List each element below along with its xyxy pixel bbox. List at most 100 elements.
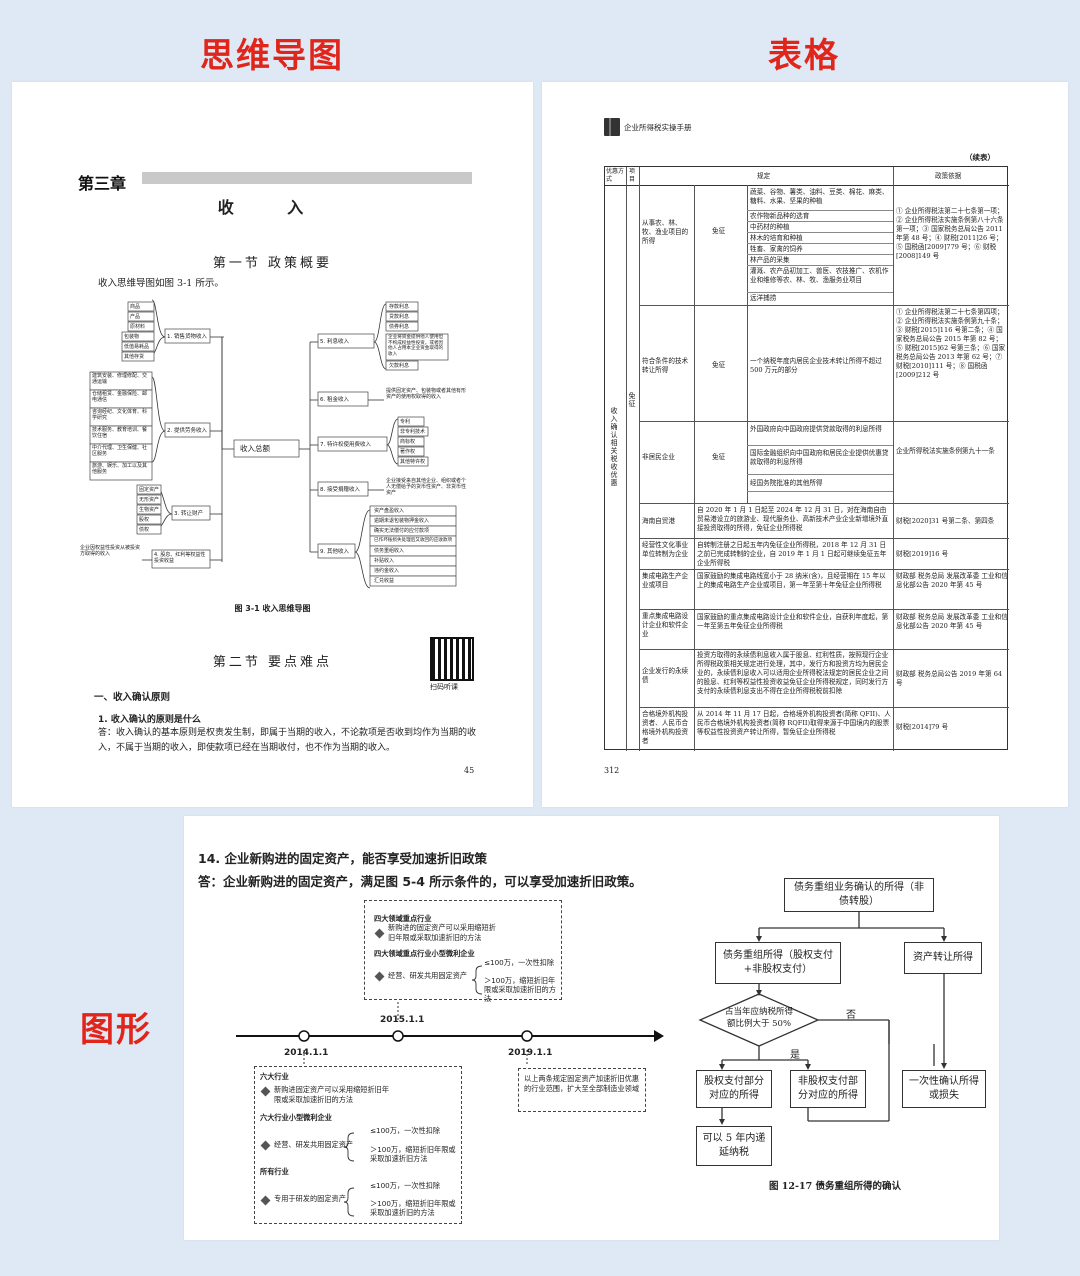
table-rule-item: 一个纳税年度内居民企业技术转让所得不超过 500 万元的部分 xyxy=(750,357,882,374)
flow-top-text: 债务重组业务确认的所得（非债转股） xyxy=(794,882,924,907)
flow-no-label: 否 xyxy=(846,1010,856,1021)
running-head: 企业所得税实操手册 xyxy=(624,123,692,132)
mm-leaf: 产品 xyxy=(130,314,141,320)
mm-leaf: 商标权 xyxy=(400,439,416,445)
table-rule-item: 蔬菜、谷物、薯类、油料、豆类、棉花、麻类、糖料、水果、坚果的种植 xyxy=(750,188,889,205)
table-rule-item: 农作物新品种的选育 xyxy=(750,212,810,220)
tl-2014-item-3a: ≤100万，一次性扣除 xyxy=(370,1181,441,1190)
mm-leaf: 原材料 xyxy=(130,324,146,330)
mm-leaf: 资产盘盈收入 xyxy=(374,508,405,514)
flow-box-left: 债务重组所得（股权支付+非股权支付） xyxy=(715,942,841,984)
question-14: 14. 企业新购进的固定资产，能否享受加速折旧政策 xyxy=(198,851,487,866)
table-row-project: 从事农、林、牧、渔业项目的所得 xyxy=(642,219,689,245)
flow-box-deferral: 可以 5 年内递延纳税 xyxy=(696,1126,772,1166)
mm-leaf: 商品 xyxy=(130,304,141,310)
mm-leaf: 已作坏账损失处理后又收回的应收款项 xyxy=(374,538,453,543)
mm-branch-r9: 9. 其他收入 xyxy=(320,549,349,555)
mm-leaf: 技术服务、教育培训、餐饮住宿 xyxy=(92,427,148,439)
table-row-project: 非居民企业 xyxy=(642,453,675,461)
section-2-title: 第二节 要点难点 xyxy=(212,655,333,670)
table-rule-item: 国际金融组织向中国政府和居民企业提供优惠贷款取得的利息所得 xyxy=(750,449,889,466)
figure-caption-12-17: 图 12-17 债务重组所得的确认 xyxy=(769,1181,901,1192)
table-rule-item: 远洋捕捞 xyxy=(750,294,777,302)
mode-label: 免征 xyxy=(628,392,636,408)
timeline-date-2019: 2019.1.1 xyxy=(508,1048,553,1058)
timeline-box-2014 xyxy=(254,1066,462,1224)
table-header: 表格 xyxy=(768,36,840,76)
mm-leaf: 低值易耗品 xyxy=(124,344,150,350)
table-row-project: 海南自贸港 xyxy=(642,517,675,525)
mm-leaf: 补贴收入 xyxy=(374,558,395,564)
table-row-project: 经营性文化事业单位转制为企业 xyxy=(642,541,689,558)
timeline-box-2019 xyxy=(518,1068,646,1112)
table-row-project: 集成电路生产企业或项目 xyxy=(642,572,689,589)
timeline-date-2015: 2015.1.1 xyxy=(380,1015,425,1025)
col-header-project: 项目 xyxy=(629,168,636,183)
flow-box-nonequity: 非股权支付部分对应的所得 xyxy=(790,1070,866,1108)
table-row-basis: 财税[2019]16 号 xyxy=(896,550,949,558)
mm-leaf: 其他特许权 xyxy=(400,459,426,465)
flow-left-text: 债务重组所得（股权支付+非股权支付） xyxy=(723,950,833,975)
page-number-45: 45 xyxy=(464,766,475,775)
table-row-project: 符合条件的技术转让所得 xyxy=(642,357,689,374)
tl-2014-item-2b: ＞100万，缩短折旧年限或采取加速折旧方法 xyxy=(370,1145,456,1163)
table-rule-item: 牲畜、家禽的饲养 xyxy=(750,245,803,253)
table-row-text: 自 2020 年 1 月 1 日起至 2024 年 12 月 31 日，对在海南… xyxy=(697,506,889,532)
tl-2014-title-1: 六大行业 xyxy=(260,1072,289,1081)
mm-leaf: 债券利息 xyxy=(389,324,410,330)
tl-2015-title-2: 四大领域重点行业小型微利企业 xyxy=(374,949,475,958)
table-row-text: 投资方取得的永续债利息收入属于股息、红利性质，按照现行企业所得税政策相关规定进行… xyxy=(697,651,889,695)
table-row-mode: 免征 xyxy=(712,361,726,369)
book-icon xyxy=(604,118,620,136)
graphics-header: 图形 xyxy=(80,1010,152,1050)
flowchart-lines xyxy=(698,912,947,1125)
mm-leaf: 逾期未退包装物押金收入 xyxy=(374,518,430,524)
mm-leaf: 汇兑收益 xyxy=(374,578,395,584)
mm-leaf: 包装物 xyxy=(124,334,140,340)
tl-2014-item-2: 经营、研发共用固定资产 xyxy=(274,1140,354,1149)
tl-2015-item-2b: ＞100万，缩短折旧年限或采取加速折旧的方法 xyxy=(484,976,556,1003)
table-rule-item: 经国务院批准的其他所得 xyxy=(750,479,823,487)
table-rule-item: 林木的培育和种植 xyxy=(750,234,803,242)
page-number-312: 312 xyxy=(604,766,620,775)
mm-leaf: 著作权 xyxy=(400,449,416,455)
mm-leaf: 非专利技术 xyxy=(400,429,426,435)
flow-b3-text: 一次性确认所得或损失 xyxy=(909,1076,979,1101)
mm-branch-r5: 5. 利息收入 xyxy=(320,339,349,345)
table-row-basis: 财政部 税务总局 发展改革委 工业和信息化部公告 2020 年第 45 号 xyxy=(896,572,1008,589)
mm-leaf: 建筑安装、修理修配、交通运输 xyxy=(92,373,148,385)
mm-leaf: 提供固定资产、包装物或者其他有形资产的使用权取得的收入 xyxy=(386,388,467,400)
mm-branch-l1: 1. 销售货物收入 xyxy=(167,334,207,340)
table-row-basis: 财税[2014]79 号 xyxy=(896,723,949,731)
mm-leaf: 旅游、娱乐、加工以及其他服务 xyxy=(92,463,148,475)
heading-principle: 一、收入确认原则 xyxy=(94,692,171,703)
tl-2014-title-3: 所有行业 xyxy=(260,1167,289,1176)
table-row-text: 国家鼓励的集成电路线宽小于 28 纳米(含)，且经营期在 15 年以上的集成电路… xyxy=(697,572,886,589)
mm-branch-l2: 2. 提供劳务收入 xyxy=(167,428,207,434)
table-row-basis: 财政部 税务总局 发展改革委 工业和信息化部公告 2020 年第 45 号 xyxy=(896,613,1008,630)
table-row-mode: 免征 xyxy=(712,453,726,461)
timeline-box-2015 xyxy=(364,900,562,1000)
tl-2014-item-1: 新购进固定资产可以采用缩短折旧年限或采取加速折旧的方法 xyxy=(274,1085,390,1104)
table-row-project: 合格境外机构投资者、人民币合格境外机构投资者 xyxy=(642,710,689,745)
mm-leaf: 欠款利息 xyxy=(389,363,410,369)
table-page: 企业所得税实操手册 （续表） 优惠方式 项目 规定 政策依据 收入确认相关税收优… xyxy=(542,82,1068,807)
qr-code[interactable] xyxy=(430,637,474,681)
tl-2019-text: 以上两条规定固定资产加速折旧优惠的行业范围，扩大至全部制造业领域 xyxy=(524,1074,640,1093)
tl-2015-title-1: 四大领域重点行业 xyxy=(374,914,432,923)
tl-2014-item-2a: ≤100万，一次性扣除 xyxy=(370,1126,441,1135)
graphics-page: 14. 企业新购进的固定资产，能否享受加速折旧政策 答：企业新购进的固定资产，满… xyxy=(184,816,999,1240)
tl-2015-item-2a: ≤100万，一次性扣除 xyxy=(484,958,555,967)
category-label: 收入确认相关税收优惠 xyxy=(610,407,618,487)
table-row-text: 从 2014 年 11 月 17 日起，合格境外机构投资者(简称 QFII)、人… xyxy=(697,710,891,736)
flow-decision-text: 占当年应纳税所得额比例大于 50% xyxy=(724,1007,793,1029)
flow-box-top: 债务重组业务确认的所得（非债转股） xyxy=(784,878,934,912)
col-header-basis: 政策依据 xyxy=(935,172,962,180)
mm-leaf: 专利 xyxy=(400,419,411,425)
mindmap-page: 第三章 收 入 第一节 政策概要 收入思维导图如图 3-1 所示。 xyxy=(12,82,533,807)
table-row-project: 企业发行的永续债 xyxy=(642,667,689,684)
table-rule-item: 林产品的采集 xyxy=(750,256,790,264)
tl-2015-item-2: 经营、研发共用固定资产 xyxy=(388,971,468,980)
mm-branch-l3: 3. 转让财产 xyxy=(174,511,203,517)
mm-leaf: 股权 xyxy=(139,517,150,523)
